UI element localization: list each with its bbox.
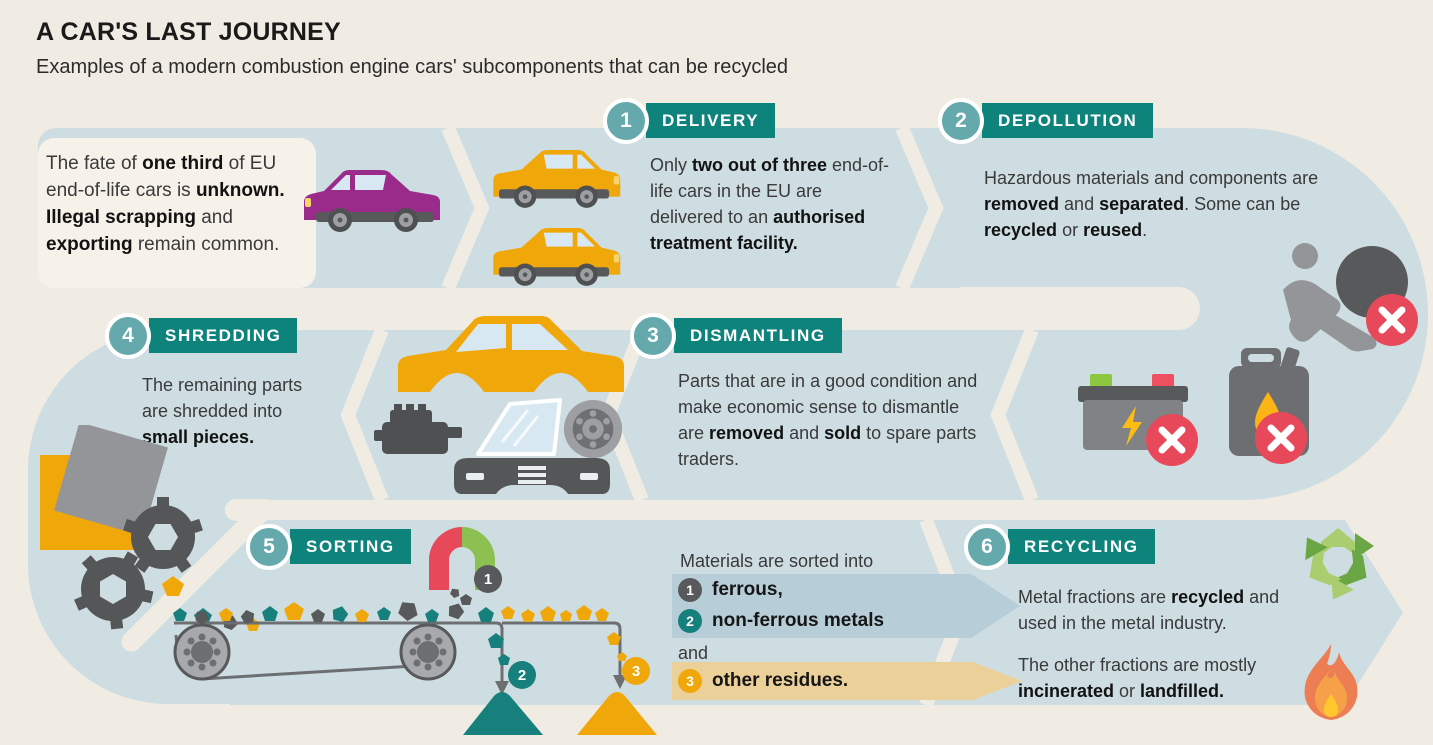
engine-icon (374, 404, 462, 454)
car-shell-icon (398, 316, 624, 392)
step-2-badge: 2 (938, 98, 984, 144)
residues-label: other residues. (712, 670, 849, 691)
non-ferrous-label: non-ferrous metals (712, 610, 885, 631)
yellow-car-icon (493, 228, 621, 286)
sorting-item-non-ferrous: 2 non-ferrous metals (678, 609, 884, 633)
drop-number-badge: 2 (508, 661, 536, 689)
material-pieces (173, 602, 609, 625)
falling-piece (498, 654, 510, 665)
step-1-text: Only two out of three end-of-life cars i… (650, 155, 890, 253)
falling-piece (488, 633, 504, 648)
no-entry-icon (1255, 412, 1307, 464)
purple-car-icon (304, 170, 440, 232)
svg-text:2: 2 (518, 667, 526, 684)
ferrous-label: ferrous, (712, 579, 783, 600)
yellow-car-icon (493, 150, 621, 208)
shredder-wheel-icon (123, 497, 203, 573)
step-1-badge: 1 (603, 98, 649, 144)
sorting-intro-text: Materials are sorted into (680, 551, 874, 571)
step-3-text: Parts that are in a good condition and m… (678, 371, 978, 469)
step-4-text: The remaining parts are shredded into sm… (142, 375, 303, 447)
svg-text:3: 3 (632, 663, 640, 680)
step-6-text-2: The other fractions are mostly incinerat… (1018, 655, 1257, 701)
magnet-number-badge: 1 (474, 565, 502, 593)
sorting-item-residues: 3 other residues. (678, 669, 848, 693)
step-5-badge: 5 (246, 524, 292, 570)
roller-icon (399, 623, 457, 681)
step-5-header: SORTING (290, 529, 411, 564)
step-2-header: DEPOLLUTION (982, 103, 1154, 138)
flame-icon (1304, 644, 1358, 720)
drop-number-badge: 3 (622, 657, 650, 685)
sorting-item-ferrous: 1 ferrous, (678, 578, 783, 602)
ferrous-number-badge: 1 (678, 578, 702, 602)
step-6-badge: 6 (964, 524, 1010, 570)
step-1-header: DELIVERY (646, 103, 776, 138)
ferrous-pieces-rising (448, 588, 472, 620)
recycle-icon (1305, 528, 1374, 600)
step-2-text: Hazardous materials and components are r… (984, 168, 1319, 240)
funnel-gold-icon (577, 692, 657, 735)
intro-text: The fate of one third of EU end-of-life … (46, 153, 285, 255)
shredder-wheel-icon (74, 551, 154, 630)
window-icon (476, 398, 562, 456)
shredder-icon (40, 425, 260, 631)
conveyor-icon: 1 2 3 (173, 527, 657, 735)
no-entry-icon (1366, 294, 1418, 346)
flow-gap-left-cap (225, 499, 275, 521)
step-3-badge: 3 (630, 313, 676, 359)
page-title: A CAR'S LAST JOURNEY (36, 18, 341, 46)
non-ferrous-number-badge: 2 (678, 609, 702, 633)
flow-gap-right (960, 287, 1200, 330)
falling-piece (617, 652, 627, 661)
svg-text:1: 1 (484, 571, 492, 588)
sorting-conjunction: and (678, 643, 709, 663)
intro-panel (38, 138, 316, 288)
step-4-header: SHREDDING (149, 318, 298, 353)
falling-piece (607, 632, 621, 645)
roller-icon (173, 623, 231, 681)
page-subtitle: Examples of a modern combustion engine c… (36, 56, 789, 78)
bumper-icon (454, 458, 610, 494)
funnel-teal-icon (463, 692, 543, 735)
step-3-header: DISMANTLING (674, 318, 842, 353)
residues-number-badge: 3 (678, 669, 702, 693)
step-6-header: RECYCLING (1008, 529, 1155, 564)
step-4-badge: 4 (105, 313, 151, 359)
no-entry-icon (1146, 414, 1198, 466)
battery-icon (1078, 374, 1188, 450)
step-6-text-1: Metal fractions are recycled and used in… (1018, 587, 1280, 633)
